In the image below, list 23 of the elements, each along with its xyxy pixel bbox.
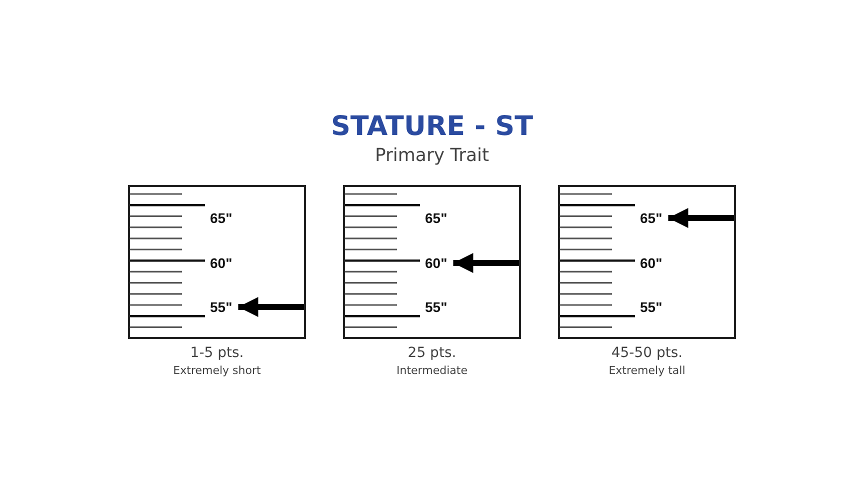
- description-caption: Intermediate: [396, 364, 468, 377]
- scale-value: 65": [640, 210, 662, 226]
- scale-value: 55": [210, 299, 232, 315]
- arrow: [668, 208, 734, 228]
- ruler-panel: [128, 185, 306, 339]
- ruler-panel: [343, 185, 521, 339]
- arrow: [238, 297, 304, 317]
- scale-value: 55": [425, 299, 448, 315]
- scale-value: 60": [210, 255, 232, 271]
- description-caption: Extremely tall: [608, 364, 686, 377]
- scale-value: 55": [640, 299, 662, 315]
- arrow: [453, 253, 519, 273]
- description-caption: Extremely short: [172, 364, 262, 377]
- ruler-panel: [558, 185, 736, 339]
- subtitle: Primary Trait: [374, 145, 490, 166]
- score-caption: 45-50 pts.: [610, 345, 684, 361]
- scale-value: 60": [425, 255, 448, 271]
- score-caption: 1-5 pts.: [189, 345, 245, 361]
- score-caption: 25 pts.: [406, 345, 458, 361]
- scale-value: 65": [210, 210, 232, 226]
- title: STATURE - ST: [330, 111, 534, 142]
- scale-value: 65": [425, 210, 448, 226]
- scale-value: 60": [640, 255, 662, 271]
